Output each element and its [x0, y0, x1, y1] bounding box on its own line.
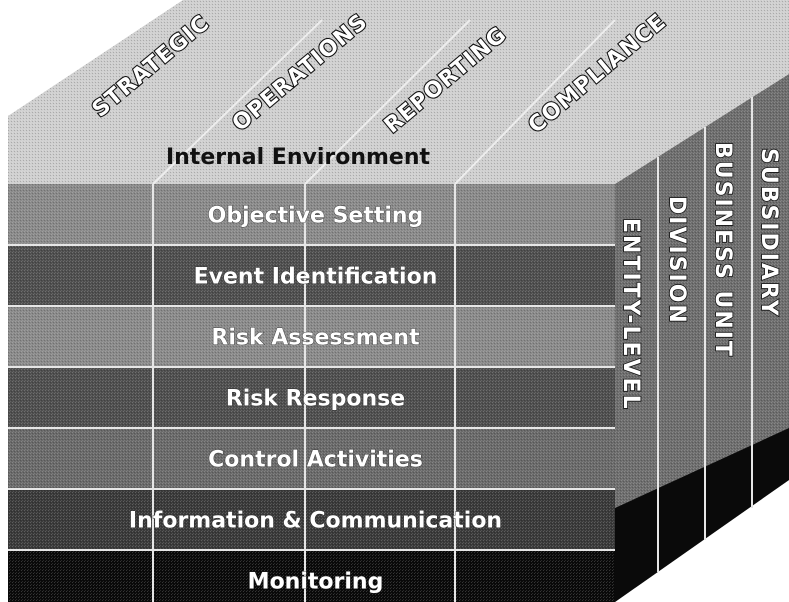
internal-environment-label: Internal Environment: [166, 145, 431, 170]
component-row-texture: [8, 184, 615, 245]
component-label: Risk Response: [226, 387, 405, 412]
component-label: Event Identification: [194, 265, 438, 290]
component-row-texture: [8, 245, 615, 306]
top-dividers: [152, 19, 616, 185]
component-row-texture: [8, 489, 615, 550]
front-dividers: [152, 184, 456, 602]
level-business-unit: BUSINESS UNIT: [710, 142, 735, 358]
component-label: Objective Setting: [208, 204, 424, 229]
component-row-texture: [8, 367, 615, 428]
component-row-texture: [8, 428, 615, 489]
level-division: DIVISION: [664, 196, 689, 325]
component-label: Monitoring: [248, 570, 384, 595]
component-label: Risk Assessment: [211, 326, 420, 351]
component-row-texture: [8, 306, 615, 367]
level-subsidiary: SUBSIDIARY: [756, 148, 781, 318]
component-row-texture: [8, 550, 615, 602]
component-label: Control Activities: [208, 448, 423, 473]
front-face-rows: [8, 184, 615, 602]
component-label: Information & Communication: [129, 509, 502, 534]
level-entity: ENTITY-LEVEL: [618, 218, 643, 411]
side-dividers: [657, 97, 753, 572]
